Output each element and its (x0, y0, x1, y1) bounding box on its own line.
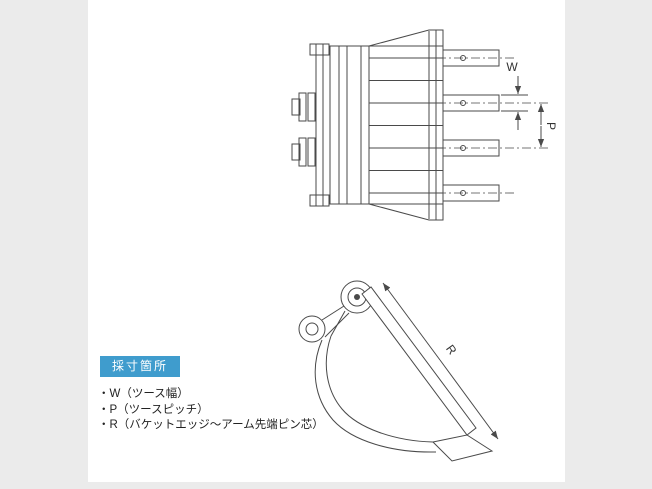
legend-item-r: ・R（バケットエッジ〜アーム先端ピン芯） (98, 419, 324, 431)
bucket-body-top (329, 29, 444, 221)
r-dimension: R (382, 282, 499, 440)
legend-item-w: ・W（ツース幅） (98, 388, 189, 400)
content-panel (88, 0, 565, 482)
p-dimension-label: P (544, 122, 558, 130)
hinge-pins (291, 92, 316, 167)
w-dimension-label: W (506, 60, 518, 74)
legend-item-p: ・P（ツースピッチ） (98, 403, 209, 416)
bucket-shell (314, 310, 437, 453)
r-dimension-label: R (443, 342, 460, 358)
bucket-side-view: R (298, 280, 499, 462)
pin-bosses (298, 280, 374, 343)
bucket-top-view: W P (291, 29, 558, 221)
side-cutter-bottom (368, 203, 444, 221)
side-cutter-top (368, 29, 444, 47)
bottom-lug (309, 194, 330, 207)
legend: ・W（ツース幅） ・P（ツースピッチ） ・R（バケットエッジ〜アーム先端ピン芯） (98, 387, 324, 434)
top-lug (309, 43, 330, 56)
measurement-points-badge: 採寸箇所 (100, 356, 181, 377)
p-dimension: P (537, 104, 558, 147)
bucket-edge-band (361, 286, 477, 436)
back-plate (315, 43, 324, 207)
teeth (437, 49, 548, 202)
w-dimension: W (501, 60, 528, 130)
cutting-edge (431, 434, 494, 462)
